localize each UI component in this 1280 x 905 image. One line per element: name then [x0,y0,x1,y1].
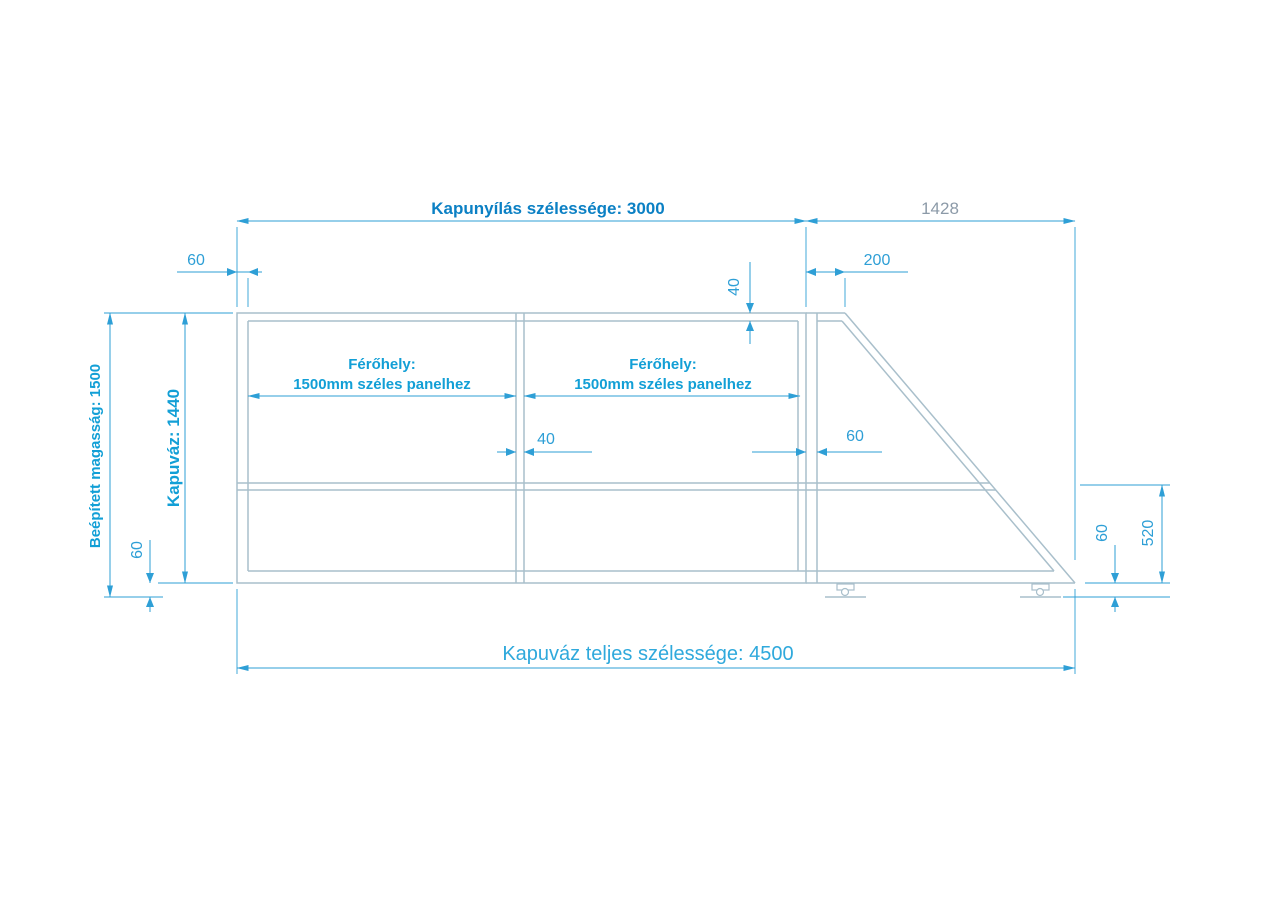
dim-clearance-left-label: 60 [129,541,146,559]
panel1-label-line2: 1500mm széles panelhez [293,376,471,393]
arrowhead [746,303,754,313]
gate-frame [236,312,1076,598]
arrowhead [1111,573,1119,583]
dim-post-left-label: 60 [187,252,205,269]
dim-divider-post-label: 60 [846,428,864,445]
dimension-lines [104,218,1170,674]
carriage-wheel [1035,587,1045,597]
arrowhead [835,268,845,276]
arrowhead [248,268,258,276]
dim-opening-width-label: Kapunyílás szélessége: 3000 [431,199,664,218]
arrowhead [227,268,237,276]
dim-installed-height-label: Beépített magasság: 1500 [87,364,104,548]
dim-tail-height-label: 520 [1140,520,1157,547]
arrowhead [524,448,534,456]
arrowhead [796,448,806,456]
dim-frame-height-label: Kapuváz: 1440 [164,389,183,507]
arrowhead [806,268,816,276]
dim-mid-post-label: 40 [537,431,555,448]
arrowhead [146,573,154,583]
panel2-label-line2: 1500mm széles panelhez [574,376,752,393]
dim-total-width-label: Kapuváz teljes szélessége: 4500 [502,643,793,665]
dim-tail-offset-label: 200 [864,252,891,269]
gate-leaf-outline [236,312,807,584]
dim-tail-width-label: 1428 [921,199,959,218]
panel2-label-line1: Férőhely: [629,356,697,373]
arrowhead [146,597,154,607]
tail-outer-slope [844,312,1076,584]
arrowhead [506,448,516,456]
tail-inner-slope [841,320,1055,572]
arrowhead [1111,597,1119,607]
arrowhead [817,448,827,456]
carriage-wheel [840,587,850,597]
roller-carriage-right [1020,583,1061,598]
roller-carriage-left [825,583,866,598]
dim-clearance-right-label: 60 [1094,524,1111,542]
dimension-labels: Kapunyílás szélessége: 3000 1428 60 200 … [87,199,1157,665]
dim-top-rail-label: 40 [726,278,743,296]
panel1-label-line1: Férőhely: [348,356,416,373]
arrowhead [746,321,754,331]
